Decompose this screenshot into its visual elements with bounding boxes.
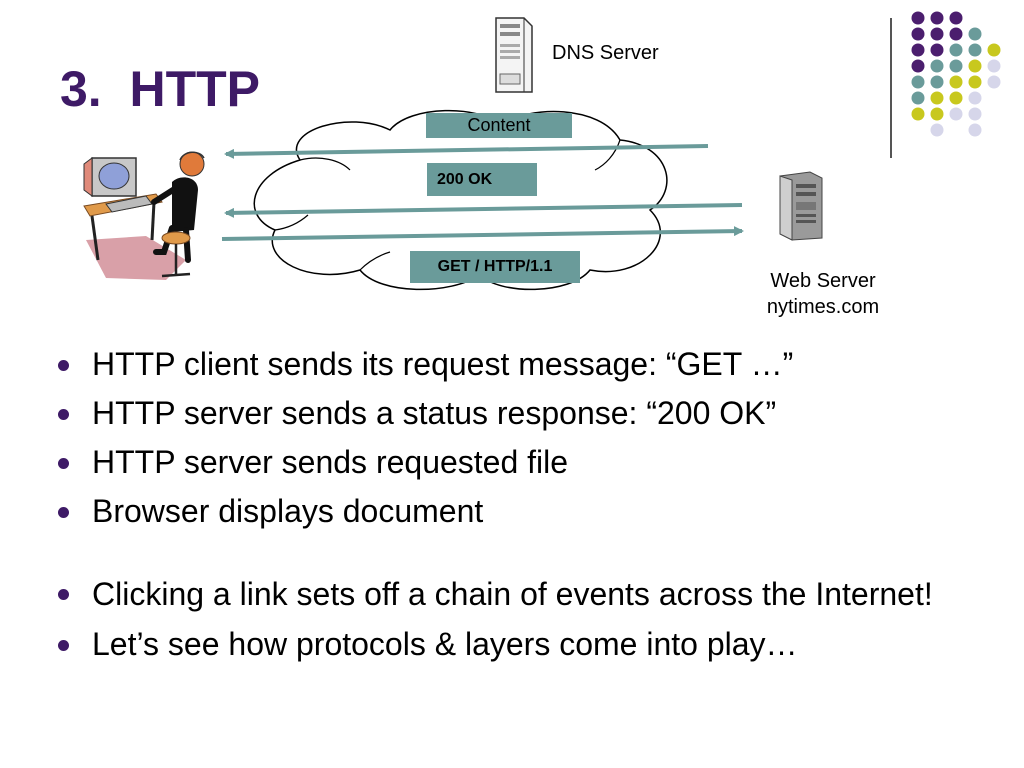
- decorative-dot: [930, 43, 944, 57]
- web-server-label-line1: Web Server: [770, 270, 876, 292]
- bullet-text: HTTP server sends requested file: [92, 444, 569, 480]
- bullet-text: Clicking a link sets off a chain of even…: [92, 576, 933, 612]
- web-server-label-line2: nytimes.com: [766, 296, 880, 318]
- decorative-dot: [987, 43, 1001, 57]
- bullet-dot-icon: [58, 409, 69, 420]
- decorative-dot: [949, 11, 963, 25]
- dns-server-icon: [495, 17, 533, 93]
- decorative-dot: [949, 91, 963, 105]
- decorative-dot: [968, 75, 982, 89]
- decorative-dot: [911, 43, 925, 57]
- decorative-dot: [987, 59, 1001, 73]
- decorative-dot: [949, 59, 963, 73]
- request-message-box: GET / HTTP/1.1: [410, 251, 580, 283]
- slide-title: 3. HTTP: [60, 61, 261, 117]
- bullet-item: Browser displays document: [58, 492, 958, 530]
- bullet-text: Browser displays document: [92, 493, 484, 529]
- bullet-item: HTTP client sends its request message: “…: [58, 345, 958, 383]
- bullet-dot-icon: [58, 360, 69, 371]
- bullet-dot-icon: [58, 589, 69, 600]
- bullet-text: HTTP client sends its request message: “…: [92, 346, 794, 382]
- decorative-dot: [930, 75, 944, 89]
- web-server-label: Web Server nytimes.com: [760, 268, 886, 320]
- status-message-box: 200 OK: [427, 163, 537, 196]
- decorative-dot: [930, 59, 944, 73]
- decorative-dot: [968, 59, 982, 73]
- decorative-dot: [968, 91, 982, 105]
- bullet-item: HTTP server sends requested file: [58, 443, 958, 481]
- decorative-dot-grid: [911, 11, 1001, 137]
- bullet-item: Clicking a link sets off a chain of even…: [58, 574, 958, 614]
- bullet-item: HTTP server sends a status response: “20…: [58, 394, 958, 432]
- decorative-dot: [949, 43, 963, 57]
- content-message-label: Content: [467, 115, 531, 135]
- decorative-dot: [968, 43, 982, 57]
- decorative-dot: [987, 75, 1001, 89]
- bullet-list: HTTP client sends its request message: “…: [58, 345, 958, 674]
- decorative-dot: [911, 107, 925, 121]
- bullet-dot-icon: [58, 640, 69, 651]
- dns-server-label: DNS Server: [552, 42, 659, 64]
- status-message-label: 200 OK: [437, 170, 493, 188]
- decorative-dot: [968, 27, 982, 41]
- web-server-icon: [779, 171, 823, 241]
- decorative-dot: [911, 91, 925, 105]
- bullet-dot-icon: [58, 458, 69, 469]
- decorative-dot: [968, 107, 982, 121]
- decorative-dot: [911, 59, 925, 73]
- decorative-dot: [949, 75, 963, 89]
- decorative-dot: [949, 107, 963, 121]
- decorative-dot: [911, 75, 925, 89]
- decorative-dot: [949, 27, 963, 41]
- bullet-text: HTTP server sends a status response: “20…: [92, 395, 777, 431]
- decorative-dot: [930, 91, 944, 105]
- client-user-icon: [83, 151, 205, 280]
- request-message-label: GET / HTTP/1.1: [437, 258, 553, 275]
- content-message-box: Content: [426, 113, 572, 138]
- decorative-dot: [930, 107, 944, 121]
- bullet-text: Let’s see how protocols & layers come in…: [92, 626, 798, 662]
- decorative-dot: [911, 27, 925, 41]
- decorative-dot: [968, 123, 982, 137]
- decorative-dot: [930, 123, 944, 137]
- decorative-dot: [911, 11, 925, 25]
- bullet-dot-icon: [58, 507, 69, 518]
- decorative-dot: [930, 11, 944, 25]
- bullet-item: Let’s see how protocols & layers come in…: [58, 625, 958, 663]
- title-divider-line: [890, 18, 892, 158]
- decorative-dot: [930, 27, 944, 41]
